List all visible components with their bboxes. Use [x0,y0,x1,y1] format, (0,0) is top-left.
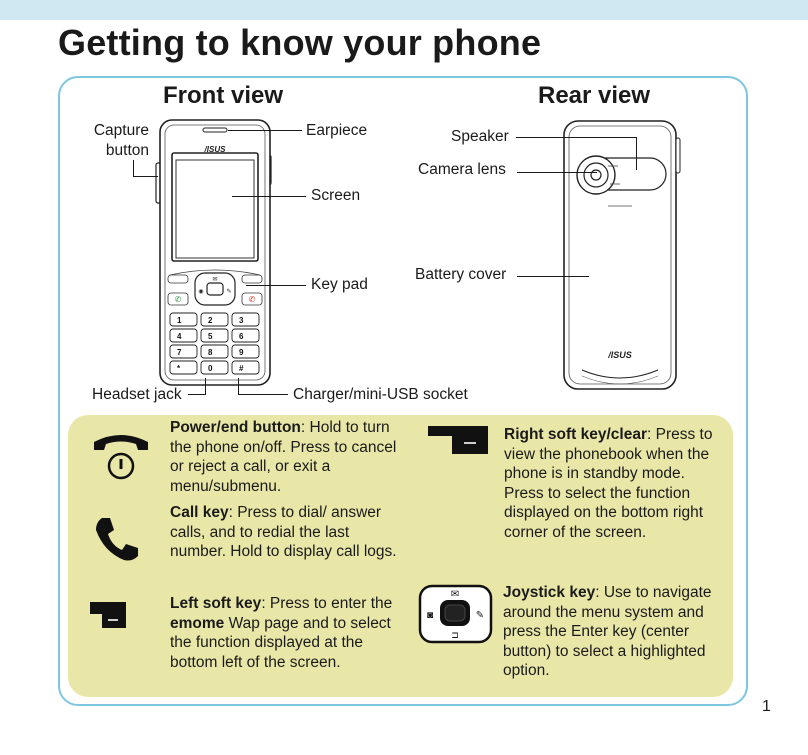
svg-text:✎: ✎ [476,610,484,621]
page-number: 1 [762,698,771,715]
keypad-key-label: 7 [177,348,182,357]
joystick-icon: ✉ ◙ ✎ ⊐ [418,584,493,644]
leader-camera [517,172,597,173]
rear-brand-logo: /ISUS [607,350,632,360]
svg-text:✆: ✆ [249,295,256,304]
keypad-key-label: 0 [208,364,213,373]
call-key-description: Call key: Press to dial/ answer calls, a… [170,504,397,561]
leader-capture-h [133,176,158,177]
keypad-key [169,328,198,343]
leader-keypad [246,285,306,286]
earpiece-label: Earpiece [306,122,368,139]
keypad-key-label: 4 [177,332,182,341]
charger-label: Charger/mini-USB socket [293,386,468,403]
svg-text:✆: ✆ [175,295,182,304]
rear-phone-illustration: /ISUS [563,120,681,390]
keypad-key-label: 8 [208,348,213,357]
front-phone-illustration: /ISUS ✉ ◉ ✎ ✆ ✆ 1 2 3 4 5 6 7 8 9 * 0 # [155,119,272,386]
leader-headset-v [205,378,206,395]
keypad-key [231,344,260,359]
page-title: Getting to know your phone [58,22,542,63]
svg-text:✉: ✉ [451,589,459,600]
right-soft-key-icon [428,426,488,454]
left-soft-key-description: Left soft key: Press to enter the emome … [170,595,393,671]
content-frame [58,76,748,706]
svg-text:⊐: ⊐ [451,630,459,640]
keypad-keys: 1 2 3 4 5 6 7 8 9 * 0 # [169,312,260,375]
call-icon [96,518,138,561]
keypad-key [231,328,260,343]
screen-label: Screen [311,187,361,204]
headset-jack-label: Headset jack [92,386,182,403]
svg-text:◉: ◉ [198,289,203,295]
keypad-label: Key pad [311,276,368,293]
keypad-key-label: 9 [239,348,244,357]
leader-screen [232,196,306,197]
leader-battery [517,276,589,277]
leader-speaker [516,137,636,138]
leader-charger [238,394,288,395]
capture-label: Capture button [93,122,149,159]
keypad-key [231,312,260,327]
keypad-key [200,344,229,359]
svg-text:◙: ◙ [427,610,433,621]
svg-text:✎: ✎ [226,288,231,295]
battery-cover-label: Battery cover [415,266,507,283]
front-brand-logo: /ISUS [204,145,227,154]
keypad-key-label: 2 [208,316,213,325]
keypad-key-label: * [177,364,181,373]
camera-lens-label: Camera lens [418,161,506,178]
keypad-key-label: 3 [239,316,244,325]
right-soft-key-description: Right soft key/clear: Press to view the … [504,426,713,541]
keypad-key [231,360,260,375]
front-view-heading: Front view [163,82,284,109]
keypad-key [169,360,198,375]
leader-charger-v [238,378,239,395]
leader-speaker-v [636,137,637,170]
speaker-label: Speaker [451,128,509,145]
keypad-key-label: 6 [239,332,244,341]
svg-text:✉: ✉ [212,277,217,283]
keypad-key [169,344,198,359]
keypad-key [200,360,229,375]
leader-capture [133,160,134,177]
key-descriptions-panel [68,415,733,697]
left-soft-key-icon [90,602,126,628]
joystick-description: Joystick key: Use to navigate around the… [503,584,712,680]
keypad-key-label: 5 [208,332,213,341]
keypad-key-label: # [239,364,244,373]
keypad-key [200,312,229,327]
leader-earpiece [228,130,302,131]
power-end-description: Power/end button: Hold to turn the phone… [170,419,397,495]
power-end-icon [94,435,148,480]
keypad-key [200,328,229,343]
keypad-key-label: 1 [177,316,182,325]
rear-view-heading: Rear view [538,82,651,109]
header-band [0,0,808,20]
leader-headset [188,394,206,395]
keypad-key [169,312,198,327]
